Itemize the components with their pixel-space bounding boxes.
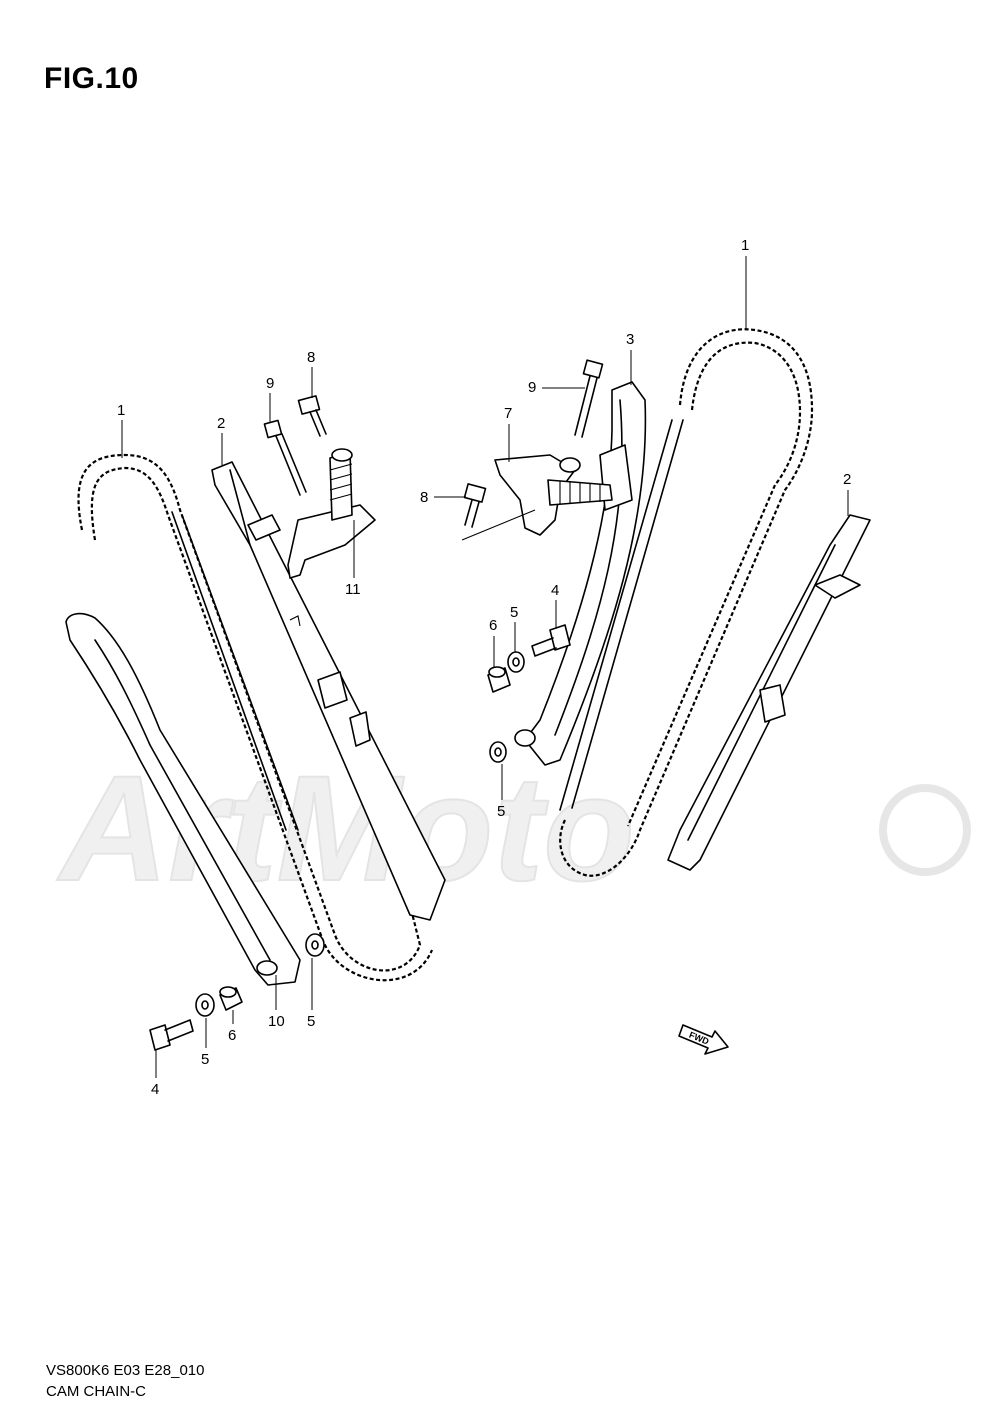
callout-left-spacer-6: 6 [228,1027,236,1044]
callout-right-washer-5b: 5 [497,803,505,820]
callout-left-chain: 1 [117,402,125,419]
callout-right-chain: 1 [741,237,749,254]
callout-right-adjuster-7: 7 [504,405,512,422]
left-bolt-4 [149,1019,194,1051]
diagram-name: CAM CHAIN-C [46,1383,146,1400]
fwd-arrow: FWD [678,1024,729,1055]
left-spacer-6 [219,986,243,1011]
right-cam-chain [559,328,814,877]
right-bolt-9 [574,359,604,438]
callout-left-bolt-4: 4 [151,1081,159,1098]
left-bolt-9 [263,419,307,496]
left-cam-chain-tensioner [287,448,376,579]
right-tensioner-adjuster-7 [494,454,613,536]
callout-left-bolt-9: 9 [266,375,274,392]
callout-right-bolt-4: 4 [551,582,559,599]
callout-left-washer-5b: 5 [307,1013,315,1030]
left-washer-5b [305,933,325,957]
figure-title: FIG.10 [44,62,139,95]
callout-right-spacer-6: 6 [489,617,497,634]
left-tensioner-guide [65,612,301,986]
diagram-caption: VS800K6 E03 E28_010 CAM CHAIN-C [46,1360,204,1402]
right-bolt-4 [531,624,571,657]
right-bolt-8 [463,483,487,528]
left-cam-chain [77,453,434,982]
right-tensioner-guide-3 [514,381,647,766]
callout-left-washer-5: 5 [201,1051,209,1068]
callout-left-tensioner: 11 [345,581,361,598]
right-spacer-6 [487,666,511,693]
watermark-text: ArtMoto [56,744,635,912]
callout-right-bolt-9: 9 [528,379,536,396]
callout-right-guide-3: 3 [626,331,634,348]
callout-right-bolt-8: 8 [420,489,428,506]
right-washer-5b [489,741,507,763]
callout-left-guide: 2 [217,415,225,432]
callout-right-washer-5: 5 [510,604,518,621]
callout-left-bolt-8: 8 [307,349,315,366]
left-bolt-8 [297,395,327,437]
right-chain-guide-2 [667,514,871,871]
left-chain-guide [211,461,446,921]
left-washer-5 [195,993,215,1017]
callout-left-guide-bolt-10: 10 [268,1013,285,1030]
callout-right-guide-2: 2 [843,471,851,488]
model-code: VS800K6 E03 E28_010 [46,1362,205,1379]
right-washer-5 [507,651,525,673]
